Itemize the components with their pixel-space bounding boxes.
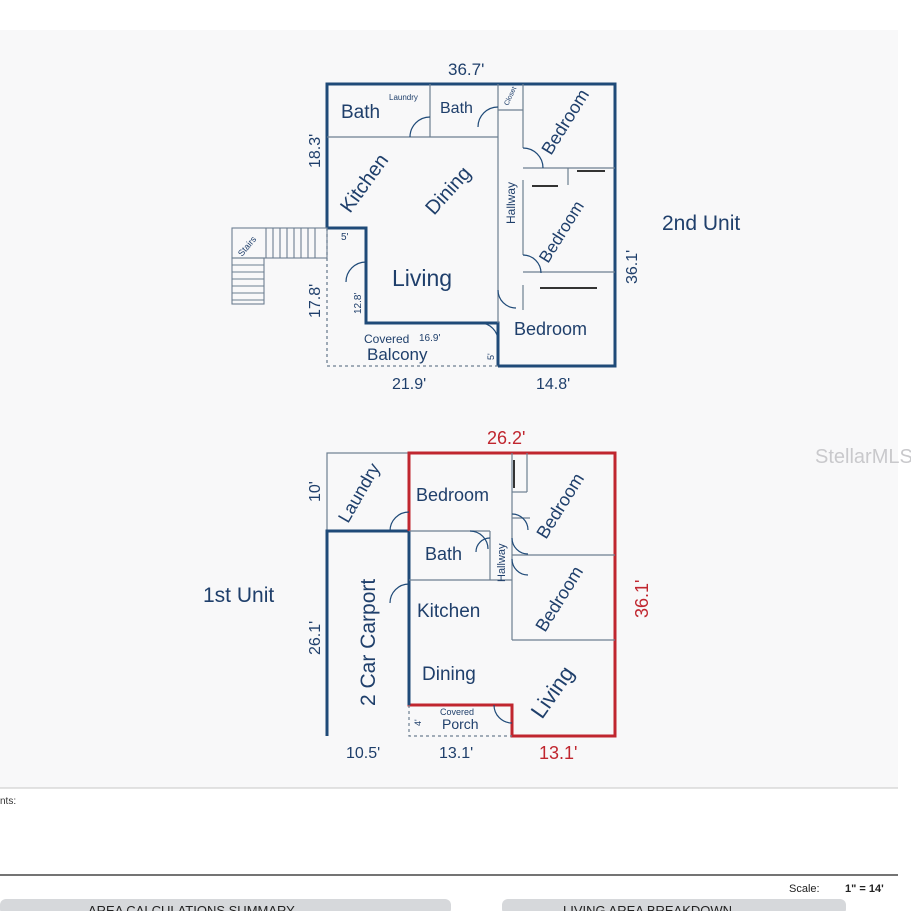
upper-dim-balcony-depth: 5'	[486, 353, 496, 360]
lower-dim-bottom-carport: 10.5'	[346, 745, 380, 762]
balcony-covered-label: Covered	[364, 332, 409, 346]
upper-outer-wall	[325, 82, 617, 368]
upper-bath-left-label: Bath	[341, 102, 380, 123]
comments-label: nts:	[0, 796, 16, 807]
scale-value: 1" = 14'	[845, 883, 884, 895]
upper-dim-bottom-right: 14.8'	[536, 376, 570, 393]
upper-dim-right: 36.1'	[624, 250, 641, 284]
watermark-text: StellarMLS	[815, 446, 911, 468]
upper-door-swings	[345, 106, 544, 342]
upper-dim-balcony-width: 16.9'	[419, 333, 440, 344]
lower-dim-carport-depth: 26.1'	[307, 621, 324, 655]
porch-edge	[408, 705, 512, 737]
area-summary-tab[interactable]	[0, 899, 451, 911]
porch-label: Porch	[442, 716, 479, 732]
scale-label: Scale:	[789, 883, 820, 895]
upper-dim-top: 36.7'	[448, 60, 484, 79]
upper-interior-walls	[327, 84, 615, 323]
living-breakdown-tab-label: LIVING AREA BREAKDOWN	[563, 903, 732, 911]
lower-dim-bottom-living: 13.1'	[539, 743, 577, 763]
carport-label: 2 Car Carport	[357, 579, 380, 706]
upper-dim-stair-notch: 5'	[341, 232, 349, 243]
lower-dim-laundry-depth: 10'	[307, 481, 324, 502]
carport-wall	[325, 529, 409, 736]
area-summary-tab-label: AREA CALCULATIONS SUMMARY	[88, 903, 295, 911]
upper-dim-bottom-left: 21.9'	[392, 376, 426, 393]
upper-dim-left-upper: 18.3'	[307, 134, 324, 168]
upper-bedroom-bottom-label: Bedroom	[514, 319, 587, 339]
lower-hallway-label: Hallway	[496, 543, 508, 582]
upper-unit-name: 2nd Unit	[662, 212, 740, 235]
lower-unit-name: 1st Unit	[203, 584, 274, 607]
upper-hallway-label: Hallway	[504, 182, 518, 224]
lower-dim-porch-depth: 4'	[413, 719, 423, 726]
lower-bedroom-top-label: Bedroom	[416, 485, 489, 505]
porch-covered-label: Covered	[440, 707, 474, 717]
upper-living-label: Living	[392, 265, 452, 291]
lower-dim-top: 26.2'	[487, 428, 525, 448]
upper-shelf-marks	[532, 170, 605, 289]
upper-laundry-label: Laundry	[389, 93, 418, 102]
lower-bath-label: Bath	[425, 544, 462, 564]
stairs	[231, 227, 328, 305]
lower-door-swings	[389, 511, 529, 724]
upper-dim-left-lower: 17.8'	[307, 284, 324, 318]
upper-dim-living-inner: 12.8'	[353, 293, 364, 314]
balcony-label: Balcony	[367, 345, 428, 364]
balcony-edge	[326, 228, 498, 367]
lower-kitchen-label: Kitchen	[417, 601, 480, 622]
lower-dim-right: 36.1'	[632, 580, 652, 618]
sketch-sheet	[0, 30, 898, 788]
lower-dining-label: Dining	[422, 664, 476, 685]
upper-bath-right-label: Bath	[440, 100, 473, 117]
living-breakdown-tab[interactable]	[502, 899, 846, 911]
lower-interior-walls	[409, 453, 615, 641]
lower-dim-bottom-porch: 13.1'	[439, 745, 473, 762]
